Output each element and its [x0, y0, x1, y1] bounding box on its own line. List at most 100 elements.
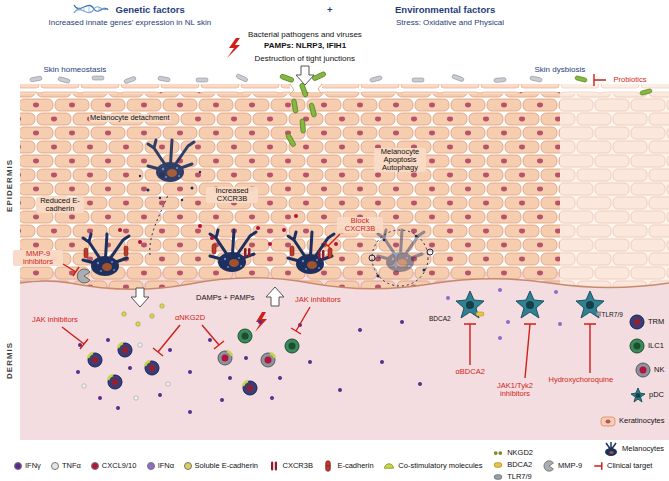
commensal-bacteria — [30, 76, 43, 82]
legend-row: Clinical target — [592, 460, 652, 472]
legend-icon — [592, 460, 604, 472]
cxcl9-10 — [138, 240, 142, 244]
tnf-alpha — [134, 396, 138, 400]
legend-text: Keratinocytes — [619, 417, 664, 425]
ifn-gamma — [128, 366, 132, 370]
legend-row: E-cadherin — [322, 460, 373, 472]
cxcl9-10 — [210, 236, 214, 240]
detached-debris — [139, 171, 201, 201]
pdc-cells — [476, 312, 484, 316]
melanocytes — [148, 140, 194, 182]
legend-row: TRM — [629, 314, 664, 330]
pdc-cells — [516, 291, 544, 318]
ifn-gamma — [270, 396, 274, 400]
commensal-bacteria — [530, 76, 543, 82]
annotation-label: Increased CXCR3B — [206, 187, 258, 204]
inhibitor-bar — [584, 324, 596, 373]
commensal-bacteria — [370, 76, 383, 83]
cxcr3b — [322, 250, 325, 259]
melanocytes — [210, 230, 256, 272]
nk-ilc1-cells — [261, 353, 275, 367]
legend-row: pDC — [630, 387, 664, 403]
pdc-cells — [576, 291, 604, 318]
legend-text: NK — [654, 366, 664, 374]
lightning — [255, 312, 267, 332]
dermis — [20, 272, 669, 440]
nk-ilc1-cells — [238, 329, 252, 343]
legend-text: TRM — [648, 318, 664, 326]
cxcl9-10 — [198, 224, 202, 228]
ifn-alpha — [498, 336, 502, 340]
pathogenic-bacteria — [280, 74, 295, 83]
layer-label: EPIDERMIS — [6, 158, 15, 211]
legend-icon — [492, 459, 504, 471]
legend-icon — [383, 460, 395, 472]
ifn-gamma — [106, 338, 110, 342]
legend-icon — [629, 314, 645, 330]
annotation-label: DAMPs + PAMPs — [195, 294, 255, 302]
legend-text: pDC — [649, 391, 664, 399]
cxcl9-10 — [294, 214, 298, 218]
legend-icon — [600, 413, 616, 429]
inhibitor-bar — [464, 324, 476, 365]
soluble-e-cadherin — [160, 304, 165, 309]
ifn-alpha — [554, 290, 558, 294]
apoptotic-melanocyte — [423, 269, 426, 272]
legend-text: ILC1 — [648, 342, 664, 350]
hollow-arrow — [131, 288, 149, 307]
legend-icon — [492, 447, 504, 459]
legend-text: Co-stimulatory molecules — [398, 462, 482, 470]
annotation-label: Genetic factors — [116, 5, 185, 15]
ifn-gamma — [188, 410, 192, 414]
melanocytes — [83, 234, 129, 276]
commensal-bacteria — [30, 74, 543, 84]
clinical-target-label: Block CXCR3B — [337, 217, 383, 234]
ifn-gamma — [258, 320, 262, 324]
dna-icon — [74, 5, 108, 13]
pathogenic-bacteria — [312, 71, 327, 81]
e-cadherin — [84, 244, 332, 258]
hollow-arrow — [296, 66, 314, 85]
legend-swatch — [184, 462, 192, 470]
legend-row: Co-stimulatory molecules — [383, 460, 482, 472]
cxcl9-10 — [334, 242, 338, 246]
e-cadherin — [84, 248, 88, 258]
pdc-cells — [456, 291, 604, 318]
legend-icon — [603, 441, 619, 457]
inhibitor-bar — [524, 324, 536, 378]
annotation-label: Bacterial pathogens and viruses — [248, 31, 362, 40]
legend-row: IFNγ — [14, 462, 41, 470]
cxcl9-10 — [256, 226, 260, 230]
nk-ilc1-cells — [218, 329, 299, 367]
apoptotic-melanocyte — [415, 235, 418, 238]
soluble-e-cadherin — [122, 304, 165, 327]
soluble-e-cadherin — [136, 322, 141, 327]
stratum-corneum — [20, 84, 290, 94]
legend-row: MMP-9 — [543, 460, 582, 472]
commensal-bacteria — [236, 74, 249, 83]
ifn-alpha — [498, 288, 502, 292]
commensal-bacteria — [158, 76, 171, 82]
legend-text: CXCL9/10 — [102, 462, 137, 470]
legend-icon — [492, 471, 504, 481]
trm-cells — [88, 353, 102, 367]
apoptotic-melanocyte — [369, 230, 433, 286]
annotation-label: TLR7/9 — [601, 311, 624, 318]
detachment-trail — [150, 195, 168, 255]
legend-text: NKGD2 — [507, 449, 533, 457]
apoptotic-melanocyte — [377, 275, 380, 278]
legend-icon — [629, 338, 645, 354]
dysbiosis-bacteria — [575, 76, 588, 83]
legend-row: ILC1 — [629, 338, 664, 354]
annotation-label: Skin homeostasis — [44, 66, 107, 75]
legend-text: IFNα — [158, 462, 174, 470]
clinical-target-label: JAK inhibitors — [294, 296, 342, 304]
legend-text: IFNγ — [25, 462, 41, 470]
pdc-cells — [456, 291, 484, 318]
inhibitor-bar — [202, 325, 224, 349]
legend-text: TLR7/9 — [507, 473, 532, 481]
detached-debris — [191, 187, 194, 190]
legend-row: NK — [635, 362, 664, 378]
legend-row: Soluble E-cadherin — [184, 462, 258, 470]
